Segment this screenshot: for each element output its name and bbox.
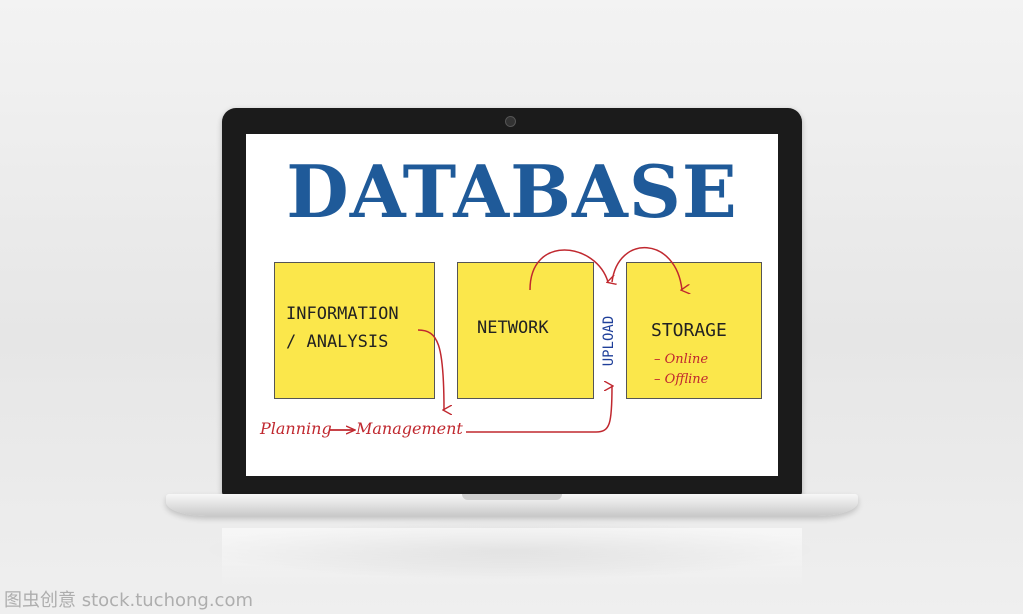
flow-management: Management [356,419,463,438]
note-information-line1: INFORMATION [286,304,399,324]
laptop-base [166,494,858,516]
arrow-network-upload [529,249,608,291]
note-information-analysis [274,262,435,399]
reflection [222,528,802,588]
arrow-upload-storage [611,246,682,290]
note-storage [626,262,762,399]
arrow-management-upload [466,386,612,433]
note-network-label: NETWORK [477,318,549,338]
storage-item-online: – Online [654,352,709,367]
webcam-icon [505,116,516,127]
diagram-title: DATABASE [286,149,738,234]
flow-planning: Planning [260,419,332,438]
flow-arrows [330,246,778,476]
watermark: 图虫创意 stock.tuchong.com [4,590,253,611]
note-storage-label: STORAGE [651,320,727,341]
arrow-info-down [417,329,444,410]
laptop-screen: DATABASE INFORMATION / ANALYSIS NETWORK … [246,134,778,476]
storage-item-offline: – Offline [654,372,709,387]
note-information-line2: / ANALYSIS [286,332,389,352]
note-network [457,262,594,399]
laptop-base-notch [462,494,562,500]
